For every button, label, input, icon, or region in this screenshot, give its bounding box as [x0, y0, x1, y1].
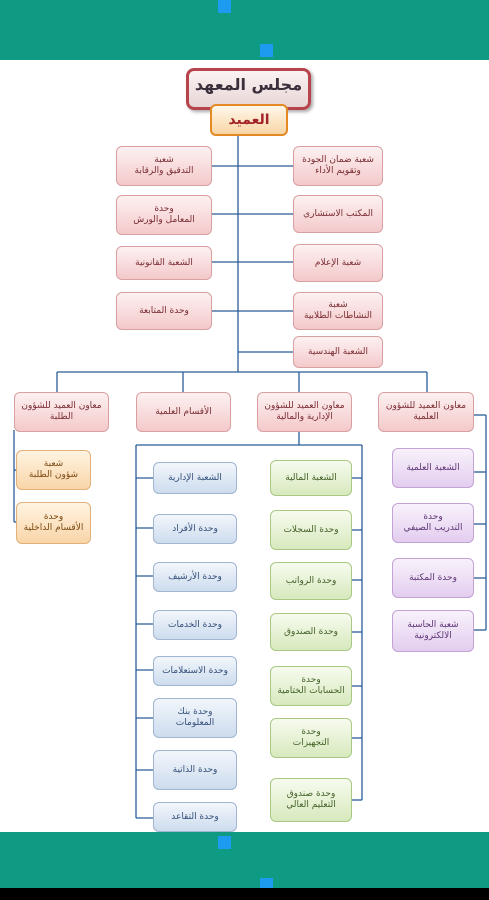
right-unit-quality: شعبة ضمان الجودة وتقويم الأداء: [293, 146, 383, 186]
finance-unit-final-accounts: وحدة الحسابات الختامية: [270, 666, 352, 706]
admin-unit-services: وحدة الخدمات: [153, 610, 237, 640]
admin-unit-personnel: وحدة الأفراد: [153, 514, 237, 544]
admin-unit-retirement: وحدة التقاعد: [153, 802, 237, 832]
admin-unit-archive: وحدة الأرشيف: [153, 562, 237, 592]
right-unit-consult: المكتب الاستشاري: [293, 195, 383, 233]
admin-unit-reception: وحدة الاستعلامات: [153, 656, 237, 686]
connector-lines: [13, 136, 487, 819]
bottom-edge: [0, 888, 489, 900]
blue-marker-icon: [218, 836, 231, 849]
admin-head: الشعبة الإدارية: [153, 462, 237, 494]
sci-unit-summer-training: وحدة التدريب الصيفي: [392, 503, 474, 543]
blue-marker-icon: [260, 44, 273, 57]
left-unit-followup: وحدة المتابعة: [116, 292, 212, 330]
finance-head: الشعبة المالية: [270, 460, 352, 496]
dean-box: العميد: [210, 104, 288, 136]
org-chart: مجلس المعهد العميد شعبة التدقيق والرقابة…: [0, 60, 489, 832]
blue-marker-icon: [260, 878, 273, 891]
finance-unit-higher-ed-fund: وحدة صندوق التعليم العالي: [270, 778, 352, 822]
level2-admin-finance: معاون العميد للشؤون الإدارية والمالية: [257, 392, 352, 432]
finance-unit-salaries: وحدة الرواتب: [270, 562, 352, 600]
sci-unit-scientific: الشعبة العلمية: [392, 448, 474, 488]
right-unit-activities: شعبة النشاطات الطلابية: [293, 292, 383, 330]
bottom-bar: [0, 832, 489, 888]
sci-unit-computer: شعبة الحاسبة الالكترونية: [392, 610, 474, 652]
student-affairs-unit: شعبة شؤون الطلبة: [16, 450, 91, 490]
left-unit-audit: شعبة التدقيق والرقابة: [116, 146, 212, 186]
right-unit-engineering: الشعبة الهندسية: [293, 336, 383, 368]
admin-unit-records: وحدة الذاتية: [153, 750, 237, 790]
top-bar: [0, 0, 489, 60]
admin-unit-databank: وحدة بنك المعلومات: [153, 698, 237, 738]
finance-unit-registers: وحدة السجلات: [270, 510, 352, 550]
level2-student-affairs: معاون العميد للشؤون الطلبة: [14, 392, 109, 432]
sci-unit-library: وحدة المكتبة: [392, 558, 474, 598]
level2-scientific: معاون العميد للشؤون العلمية: [378, 392, 474, 432]
left-unit-labs: وحدة المعامل والورش: [116, 195, 212, 235]
dormitory-unit: وحدة الأقسام الداخلية: [16, 502, 91, 544]
blue-marker-icon: [218, 0, 231, 13]
left-unit-legal: الشعبة القانونية: [116, 246, 212, 280]
finance-unit-cashbox: وحدة الصندوق: [270, 613, 352, 651]
right-unit-media: شعبة الإعلام: [293, 244, 383, 282]
level2-departments: الأقسام العلمية: [136, 392, 231, 432]
finance-unit-supplies: وحدة التجهيزات: [270, 718, 352, 758]
